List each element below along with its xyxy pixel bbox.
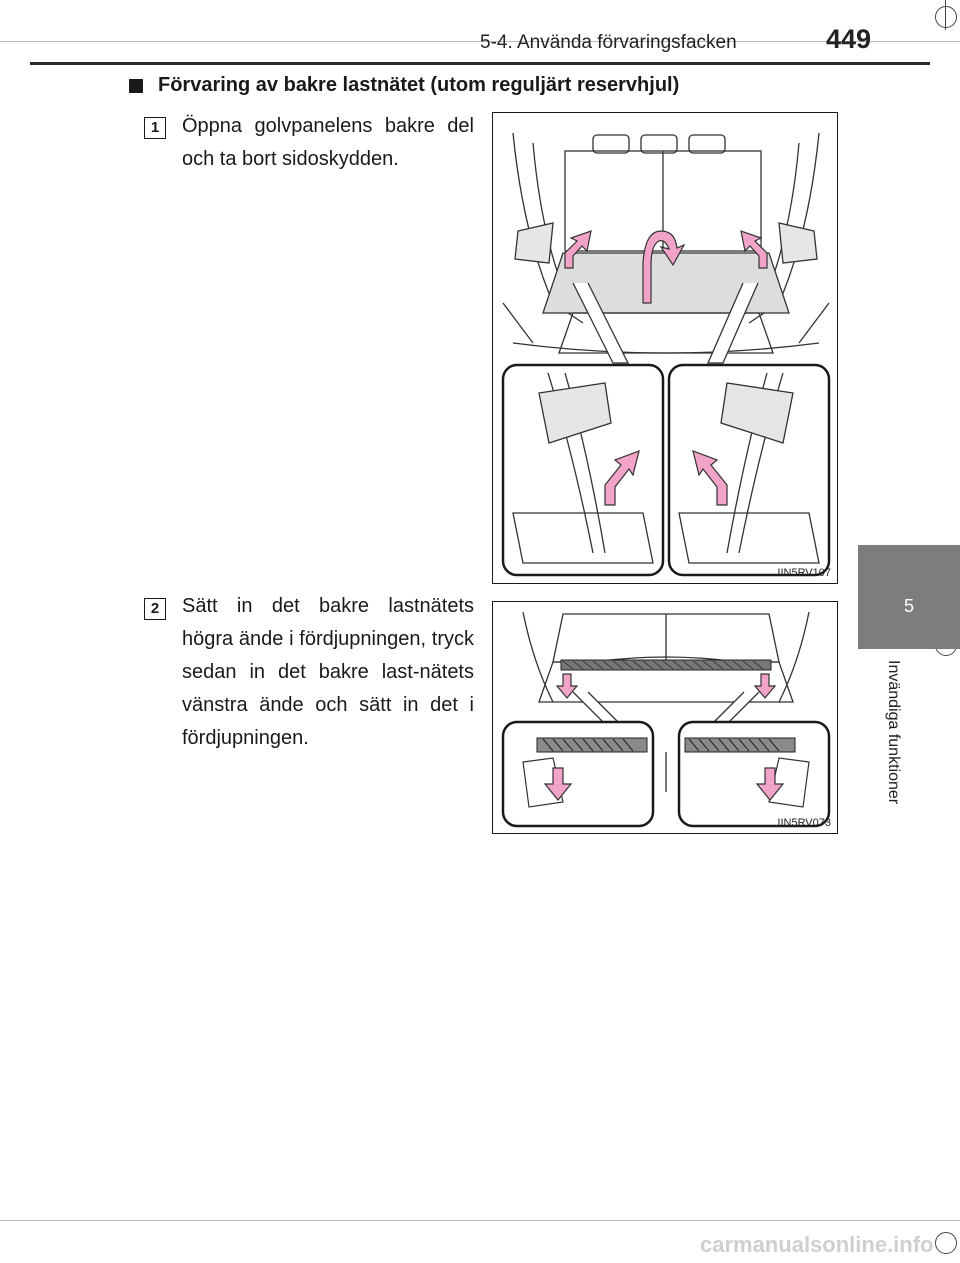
crop-mark (0, 41, 960, 42)
chapter-number: 5 (903, 596, 914, 616)
chapter-tab (858, 545, 960, 649)
watermark: carmanualsonline.info (700, 1232, 934, 1257)
crop-mark (945, 0, 946, 30)
step-number-badge: 1 (144, 117, 166, 139)
chapter-label-wrap: Invändiga funktioner (872, 660, 932, 860)
step-number-badge: 2 (144, 598, 166, 620)
step-text: Sätt in det bakre lastnätets högra ände … (182, 595, 474, 749)
registration-mark (935, 6, 957, 28)
header-rule (30, 62, 930, 65)
figure-code: IIN5RV073 (777, 817, 831, 829)
chapter-label: Invändiga funktioner (885, 660, 902, 805)
cargo-area-illustration (501, 132, 831, 577)
figure-insert-cargo-net: IIN5RV073 (492, 601, 838, 834)
section-header: 5-4. Använda förvaringsfacken (480, 32, 737, 53)
figure-code: IIN5RV107 (777, 567, 831, 579)
registration-mark (935, 1232, 957, 1254)
crop-mark (0, 1220, 960, 1221)
cargo-net-illustration (501, 611, 831, 828)
page-number: 449 (826, 24, 872, 54)
section-bullet-icon (129, 79, 143, 93)
section-title: Förvaring av bakre lastnätet (utom regul… (158, 74, 680, 96)
step-text: Öppna golvpanelens bakre del och ta bort… (182, 115, 474, 170)
figure-open-floor-panel: IIN5RV107 (492, 112, 838, 584)
